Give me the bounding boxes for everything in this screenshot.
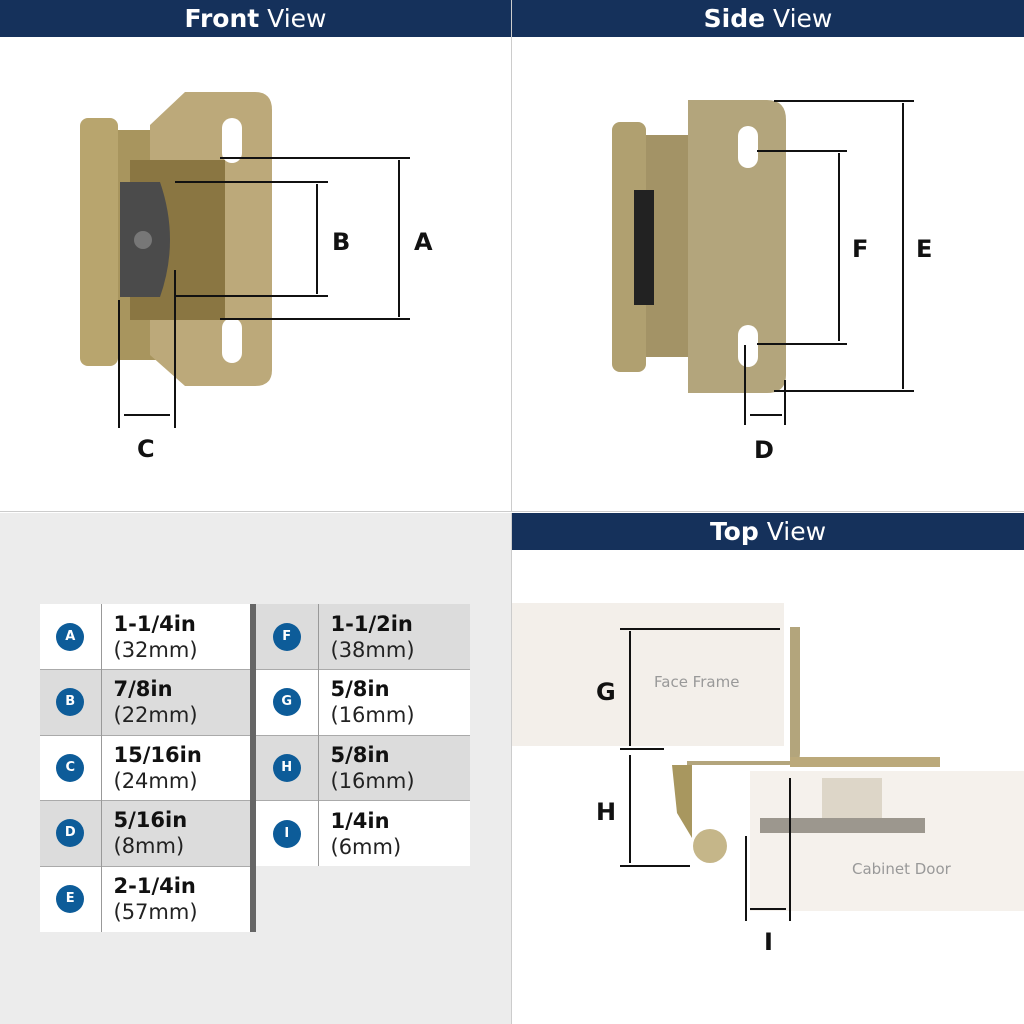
top-hinge-illustration xyxy=(672,627,940,863)
badge-e: E xyxy=(56,885,85,913)
face-frame-block xyxy=(512,603,784,746)
label-g: G xyxy=(596,678,616,706)
table-divider xyxy=(250,604,256,932)
side-view-panel: Side View E F D xyxy=(512,0,1024,512)
label-c: C xyxy=(137,435,155,463)
label-d: D xyxy=(754,436,774,464)
badge-c: C xyxy=(56,753,85,782)
side-view-header: Side View xyxy=(512,0,1024,37)
label-h: H xyxy=(596,798,617,826)
badge-b: B xyxy=(56,688,85,717)
badge-a: A xyxy=(56,622,85,651)
label-e: E xyxy=(916,235,933,263)
label-b: B xyxy=(332,228,351,256)
front-view-header: Front View xyxy=(0,0,511,37)
top-view-panel: Top View Face Frame Cabinet Door G H I xyxy=(512,513,1024,1024)
label-f: F xyxy=(852,235,869,263)
badge-f: F xyxy=(272,622,301,651)
badge-d: D xyxy=(56,819,85,848)
cabinet-door-block xyxy=(750,771,1024,911)
label-i: I xyxy=(764,928,773,956)
front-hinge-illustration xyxy=(80,92,272,386)
badge-h: H xyxy=(272,753,301,782)
front-view-panel: Front View A B C xyxy=(0,0,512,512)
face-frame-label: Face Frame xyxy=(654,673,740,691)
label-a: A xyxy=(414,228,433,256)
side-hinge-illustration xyxy=(612,100,786,393)
cabinet-door-label: Cabinet Door xyxy=(852,860,951,878)
top-view-header: Top View xyxy=(512,513,1024,550)
badge-g: G xyxy=(272,688,301,717)
badge-i: I xyxy=(272,819,301,848)
